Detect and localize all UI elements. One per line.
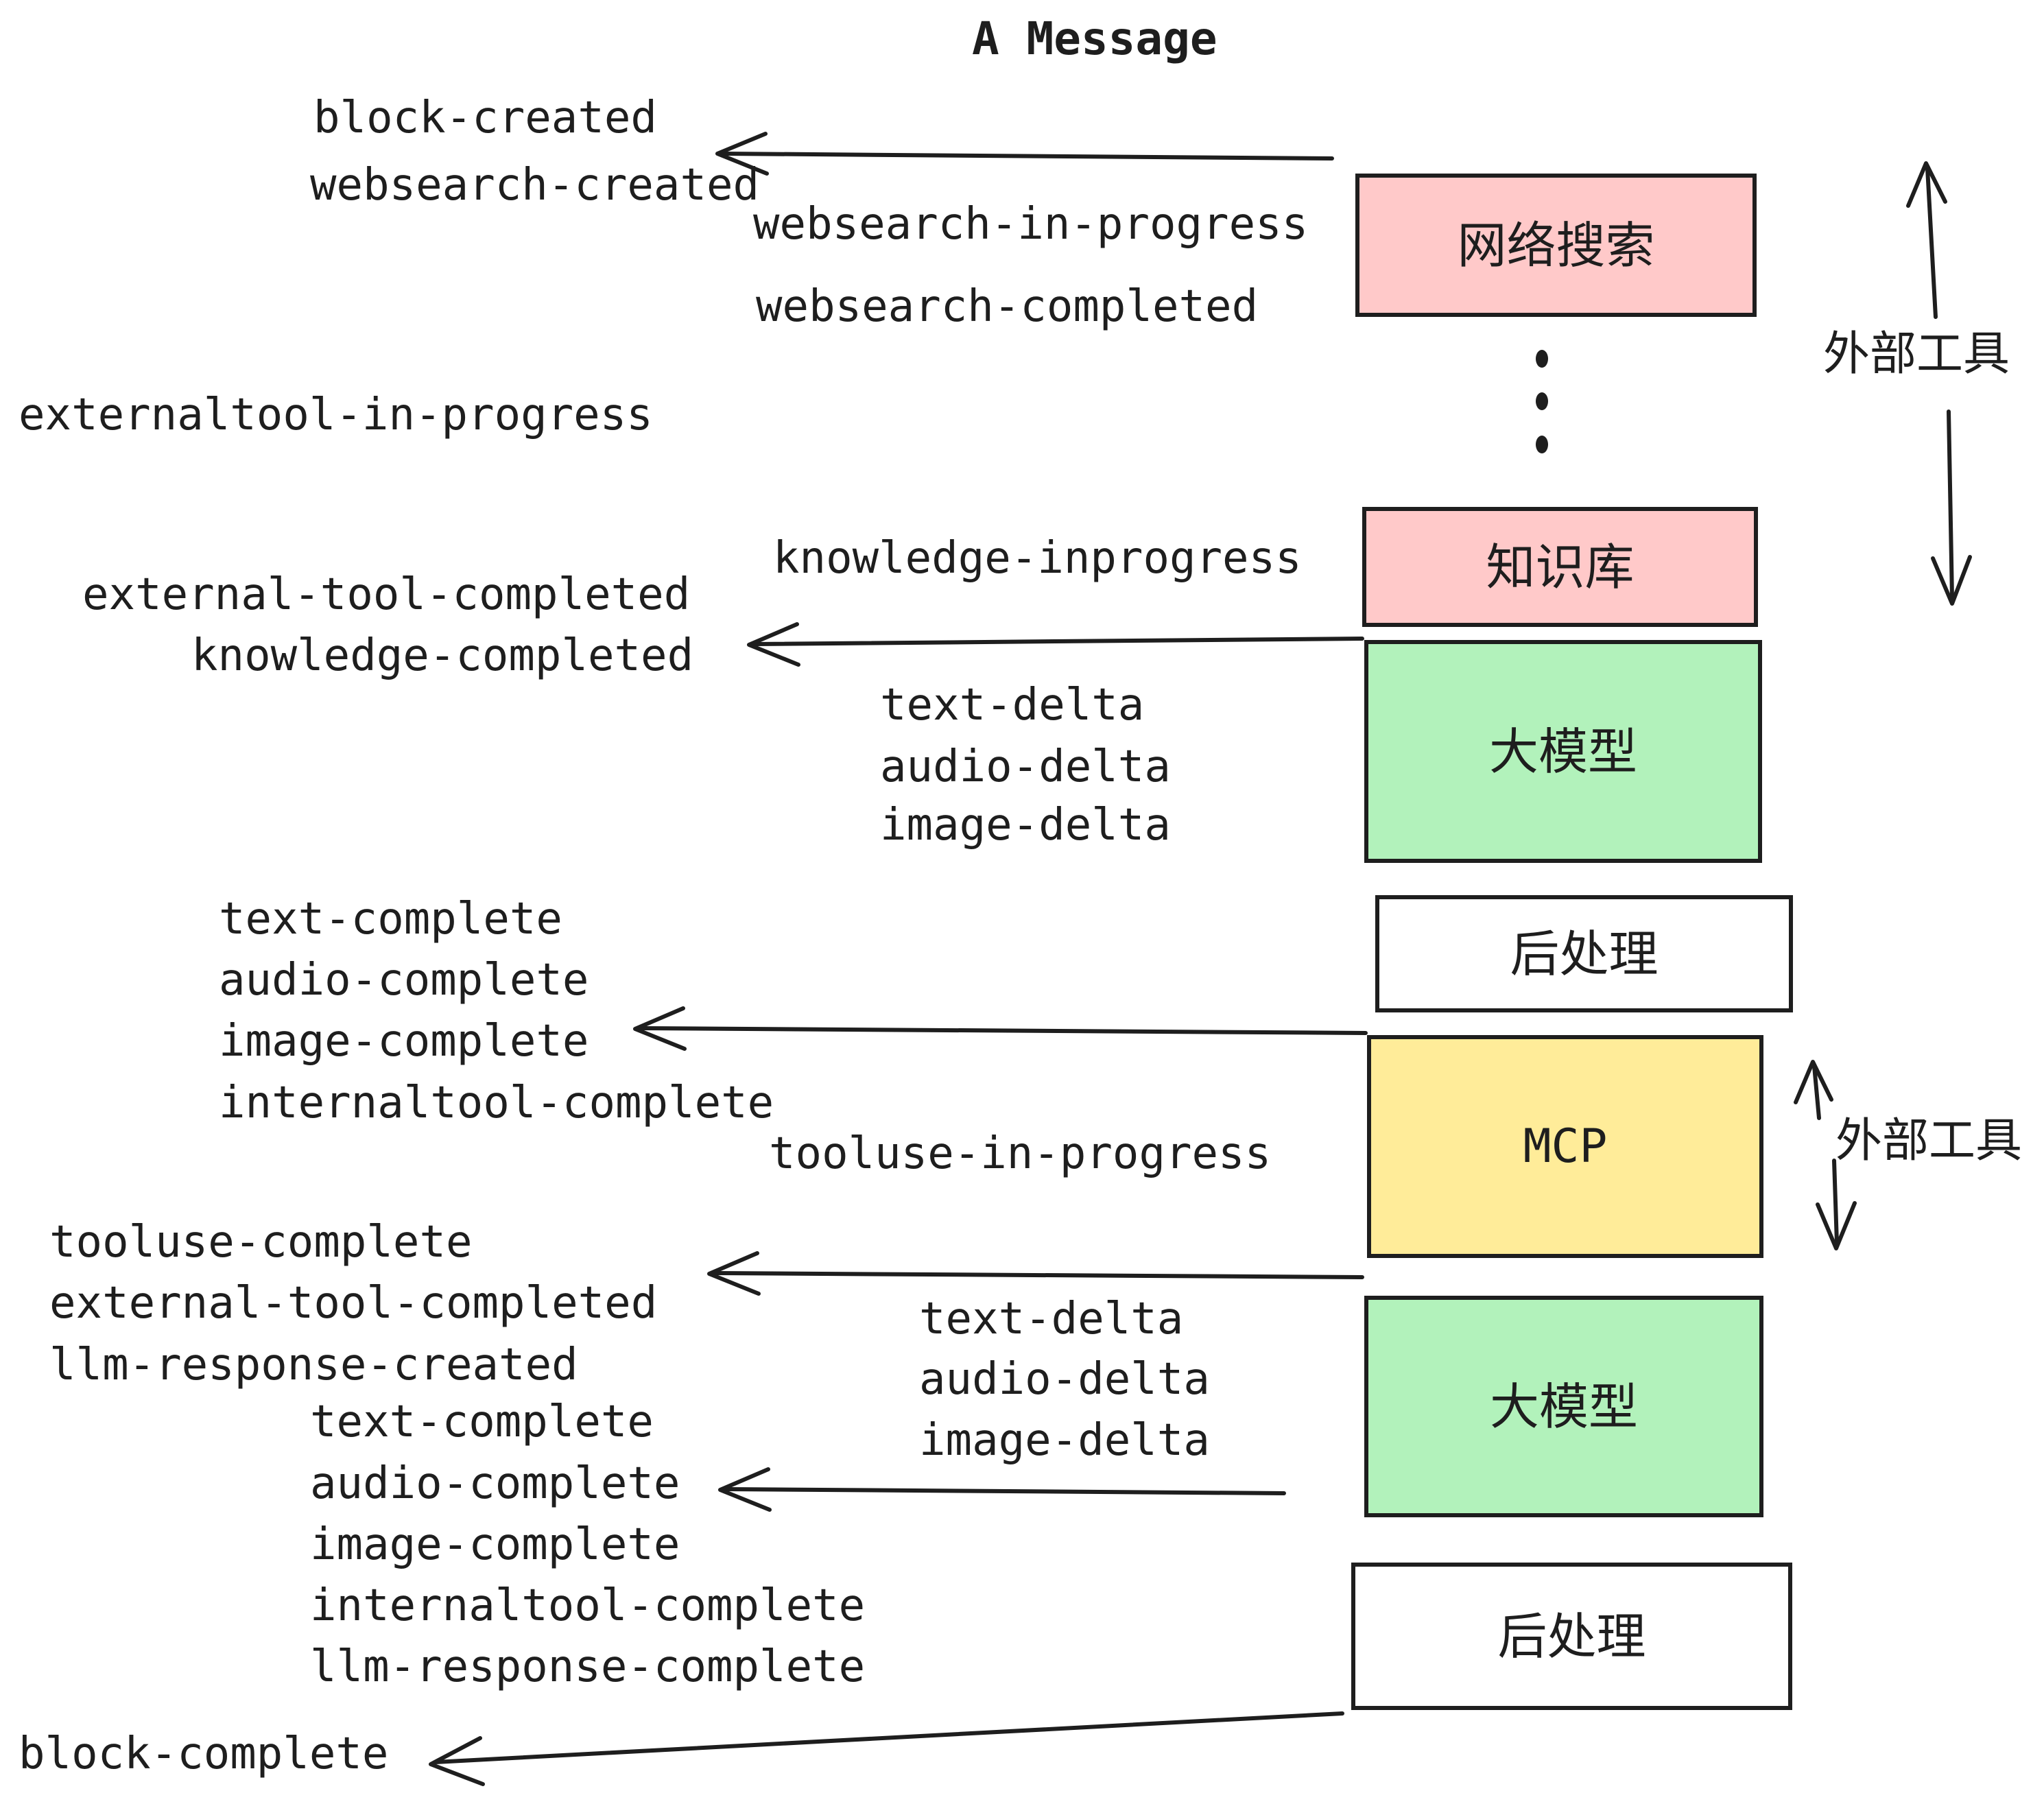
arrow-block-complete [429, 1711, 1344, 1786]
event-audio-complete: audio-complete [219, 955, 589, 1006]
external-tools-top-up-arrow [1906, 161, 1947, 319]
box-llm-1: 大模型 [1364, 640, 1762, 863]
arrow-llm-complete [718, 1467, 1286, 1512]
box-llm-2-label: 大模型 [1489, 1377, 1638, 1436]
box-postprocess-1-label: 后处理 [1510, 925, 1659, 983]
ellipsis-dots [1536, 350, 1548, 453]
event-text-complete: text-complete [219, 894, 562, 945]
box-knowledge: 知识库 [1362, 507, 1758, 627]
arrow-tooluse-complete [707, 1251, 1364, 1296]
event-websearch-created: websearch-created [310, 160, 760, 211]
box-mcp-label: MCP [1523, 1119, 1608, 1174]
event-external-tool-completed-2: external-tool-completed [49, 1278, 658, 1329]
event-internaltool-complete-2: internaltool-complete [310, 1580, 866, 1631]
event-llm-response-created: llm-response-created [49, 1340, 578, 1390]
box-websearch-label: 网络搜索 [1457, 216, 1655, 274]
event-websearch-completed: websearch-completed [756, 281, 1259, 332]
event-image-delta-2: image-delta [919, 1415, 1210, 1466]
event-external-tool-completed: external-tool-completed [82, 569, 691, 620]
event-block-complete: block-complete [19, 1729, 389, 1779]
event-knowledge-completed: knowledge-completed [191, 630, 694, 681]
label-external-tools-mid: 外部工具 [1835, 1114, 2023, 1168]
event-internaltool-complete: internaltool-complete [219, 1078, 774, 1128]
box-postprocess-1: 后处理 [1375, 895, 1793, 1012]
event-block-created: block-created [313, 93, 657, 143]
arrow-internal-complete [633, 1006, 1368, 1051]
box-postprocess-2-label: 后处理 [1497, 1607, 1646, 1665]
box-llm-1-label: 大模型 [1488, 722, 1637, 781]
external-tools-mid-up-arrow [1794, 1060, 1833, 1120]
box-llm-2: 大模型 [1364, 1296, 1763, 1517]
arrow-knowledge-completed [747, 622, 1364, 667]
box-mcp: MCP [1367, 1035, 1763, 1258]
box-postprocess-2: 后处理 [1351, 1563, 1792, 1710]
event-tooluse-complete: tooluse-complete [49, 1217, 473, 1268]
event-text-delta-2: text-delta [919, 1294, 1184, 1344]
event-image-delta: image-delta [880, 800, 1171, 851]
event-knowledge-inprogress: knowledge-inprogress [773, 533, 1302, 584]
label-external-tools-top: 外部工具 [1823, 327, 2010, 381]
arrow-websearch-created [715, 132, 1334, 176]
event-audio-delta-2: audio-delta [919, 1354, 1210, 1405]
event-websearch-in-progress: websearch-in-progress [753, 199, 1309, 250]
event-image-complete-2: image-complete [310, 1519, 680, 1570]
diagram-title: A Message [972, 12, 1217, 65]
event-image-complete: image-complete [219, 1016, 589, 1067]
box-websearch: 网络搜索 [1355, 174, 1757, 317]
external-tools-mid-down-arrow [1816, 1159, 1857, 1250]
event-text-complete-2: text-complete [310, 1397, 654, 1447]
external-tools-top-down-arrow [1931, 410, 1972, 606]
event-audio-complete-2: audio-complete [310, 1458, 680, 1509]
event-llm-response-complete: llm-response-complete [310, 1641, 866, 1692]
event-text-delta: text-delta [880, 680, 1145, 731]
event-tooluse-in-progress: tooluse-in-progress [769, 1128, 1272, 1179]
event-audio-delta: audio-delta [880, 741, 1171, 792]
box-knowledge-label: 知识库 [1486, 538, 1635, 596]
event-externaltool-in-progress: externaltool-in-progress [19, 390, 653, 440]
